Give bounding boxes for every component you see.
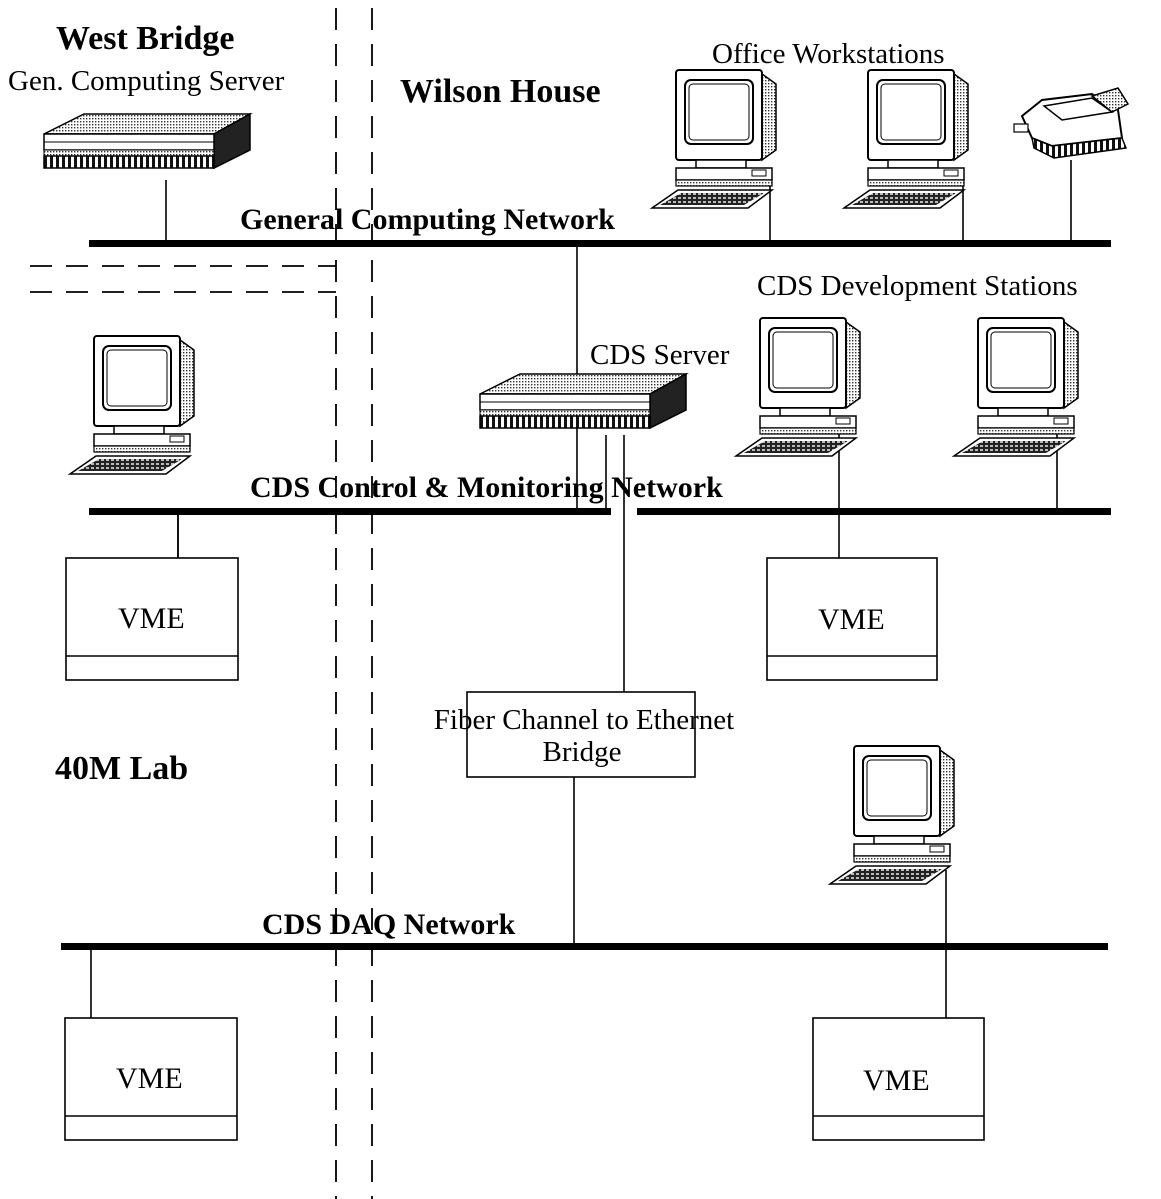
server-icon: [43, 113, 251, 169]
workstation-icon: [735, 317, 861, 457]
workstation-icon: [843, 69, 969, 209]
region-label-wilson-house: Wilson House: [400, 73, 601, 110]
vme-label: VME: [118, 602, 185, 635]
vme-crate-right-top: [766, 557, 938, 681]
label-cds-development-stations: CDS Development Stations: [757, 270, 1078, 302]
workstation-icon: [829, 745, 955, 885]
label-general-computing-network: General Computing Network: [240, 203, 615, 236]
vme-crate-left-top: [65, 557, 239, 681]
region-boundaries: [30, 8, 373, 1199]
label-bridge-line1: Fiber Channel to Ethernet: [433, 704, 735, 736]
workstation-icon: [953, 317, 1079, 457]
bus-control-monitoring-right: [637, 508, 1111, 515]
bus-daq: [61, 943, 1108, 950]
network-buses: [61, 240, 1111, 950]
bus-general-computing: [89, 240, 1111, 247]
vme-crate-left-bottom: [64, 1017, 238, 1141]
label-control-monitoring-network: CDS Control & Monitoring Network: [250, 471, 723, 504]
bus-control-monitoring-left: [89, 508, 611, 515]
label-office-workstations: Office Workstations: [712, 38, 945, 70]
region-label-west-bridge: West Bridge: [56, 20, 235, 57]
label-daq-network: CDS DAQ Network: [262, 908, 516, 941]
label-cds-server: CDS Server: [590, 339, 730, 371]
workstation-icon: [69, 335, 195, 475]
printer-icon: [1013, 87, 1129, 159]
vme-crate-right-bottom: [812, 1017, 985, 1141]
fiber-ethernet-bridge-box: [466, 691, 696, 778]
region-label-40m-lab: 40M Lab: [55, 750, 189, 787]
label-gen-computing-server: Gen. Computing Server: [8, 65, 285, 97]
label-bridge-line2: Bridge: [542, 736, 622, 768]
vme-label: VME: [116, 1062, 183, 1095]
server-icon: [479, 373, 687, 429]
vme-label: VME: [818, 603, 885, 636]
vme-label: VME: [863, 1064, 930, 1097]
workstation-icon: [651, 69, 777, 209]
